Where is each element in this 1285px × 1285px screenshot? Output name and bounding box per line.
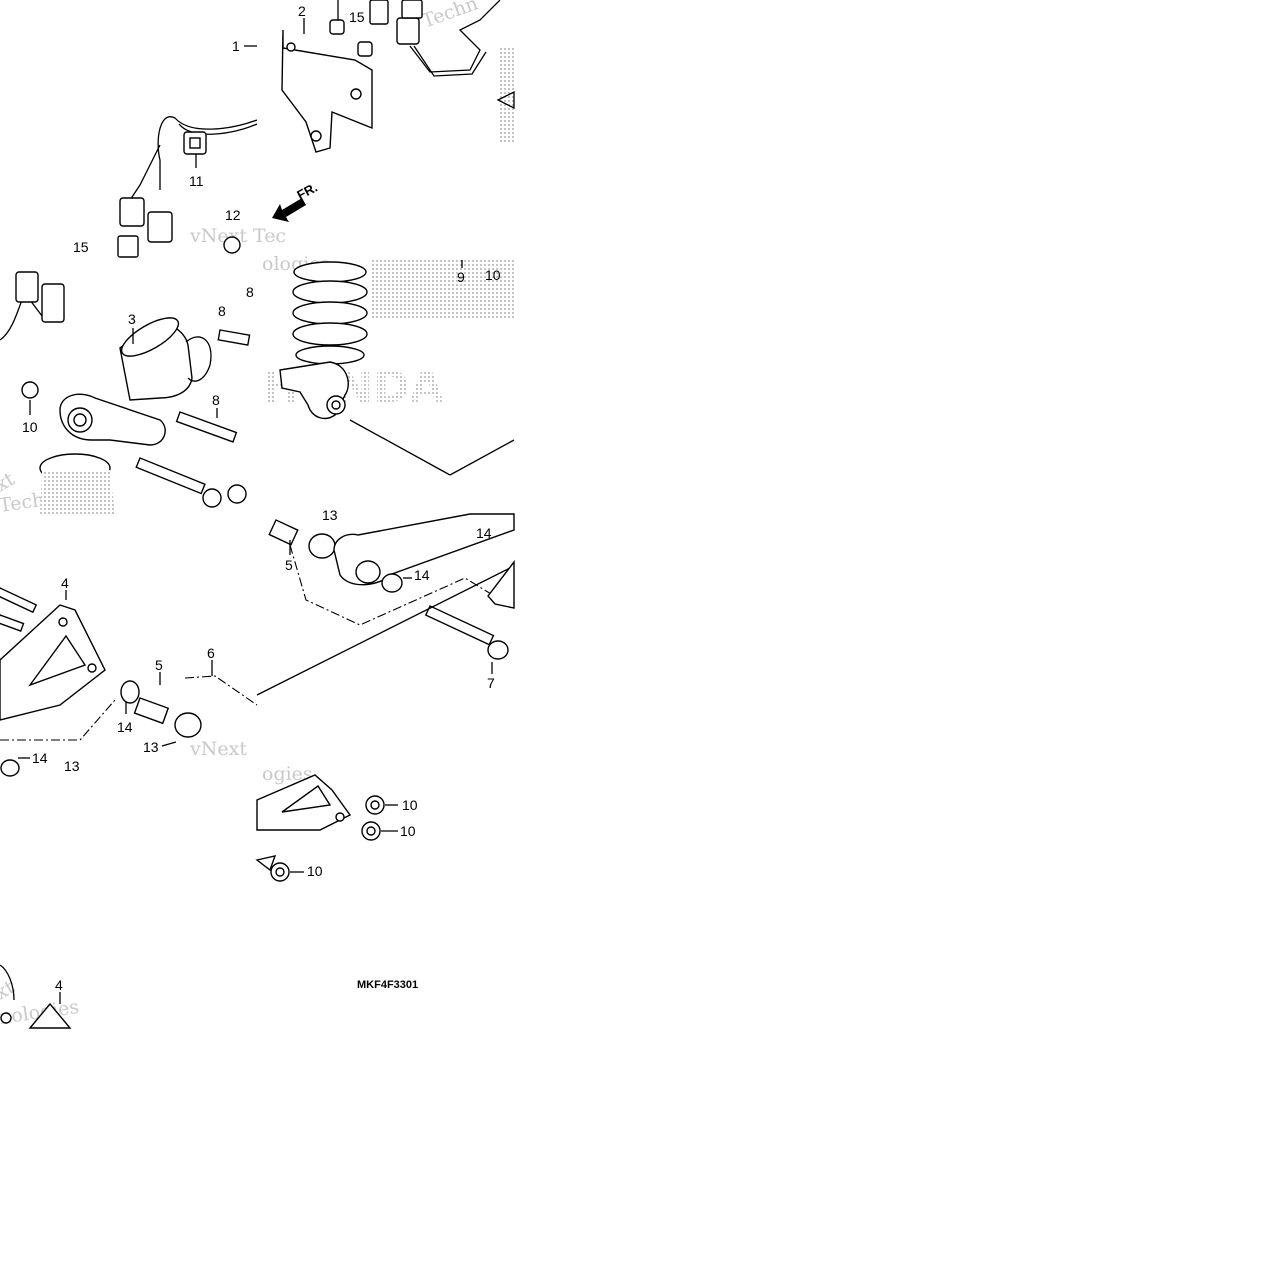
washer-14: [120, 680, 140, 704]
bushing-13: [308, 533, 336, 559]
callout-12: 12: [225, 207, 241, 223]
washer-14: [381, 573, 403, 593]
callout-13: 13: [322, 507, 338, 523]
bushing-13: [174, 712, 202, 738]
callout-8: 8: [218, 303, 226, 319]
callout-13: 13: [143, 739, 159, 755]
callout-6: 6: [207, 645, 215, 661]
watermark-text: xt: [0, 976, 19, 1004]
tile-bracket-fragment: xt nologies 4: [0, 964, 80, 1029]
nut-10: [270, 795, 385, 882]
bolt-7: [424, 605, 495, 646]
tile-shock-spring: ologies HONDA 9 10: [262, 253, 515, 476]
tile-nuts: ogies 10 10 10 MKF4F3301: [255, 763, 418, 991]
bolt-8: [135, 329, 251, 508]
callout-10: 10: [22, 419, 38, 435]
nut-10: [21, 381, 39, 399]
callout-10: 10: [400, 823, 416, 839]
callout-15: 15: [73, 239, 89, 255]
watermark-text: vNext Tec: [189, 225, 286, 247]
callout-5: 5: [155, 657, 163, 673]
collar-5: [133, 697, 170, 725]
direction-label: FR.: [294, 180, 320, 203]
callout-10: 10: [402, 797, 418, 813]
connector-pair: [119, 197, 145, 227]
shock-spring: [292, 261, 368, 365]
callout-8: 8: [246, 284, 254, 300]
watermark-text: ogies: [262, 763, 313, 785]
callout-5: 5: [285, 557, 293, 573]
collar-5: [268, 519, 299, 546]
callout-14: 14: [32, 750, 48, 766]
shock-body: [59, 393, 166, 446]
callout-10: 10: [485, 267, 501, 283]
callout-2: 2: [298, 3, 306, 19]
callout-9: 9: [457, 269, 465, 285]
bracket-plate-2: [281, 29, 373, 153]
clip-15: [329, 19, 345, 35]
clip-12: [223, 236, 241, 254]
callout-10: 10: [307, 863, 323, 879]
harness-wire: [129, 116, 258, 201]
callout-11: 11: [189, 173, 204, 189]
callout-4: 4: [61, 575, 69, 591]
watermark-text: Techn: [419, 0, 481, 33]
tile-bracket: Techn FR. 2 15: [272, 0, 515, 222]
callout-4: 4: [55, 977, 63, 993]
tile-cushion-arm: Techn 13 5 14 14 7: [256, 507, 515, 696]
callout-14: 14: [117, 719, 133, 735]
drawing-code: MKF4F3301: [357, 979, 418, 991]
tile-shock-absorber-left: xt Technolo 3 8 8 8: [0, 271, 254, 517]
tile-link-bracket: vNext 4 5 6 14 13 14 13: [0, 575, 258, 777]
callout-15: 15: [349, 9, 365, 25]
callout-14: 14: [414, 567, 430, 583]
shock-reservoir-3: [119, 317, 212, 401]
callout-1: 1: [232, 38, 240, 54]
callout-13: 13: [64, 758, 80, 774]
callout-3: 3: [128, 311, 136, 327]
watermark-text: vNext: [189, 738, 247, 760]
callout-14: 14: [476, 525, 492, 541]
tile-wiring-harness-left: vNext Tec 1 11 12 15: [73, 38, 286, 258]
callout-7: 7: [487, 675, 495, 691]
front-arrow-icon: [272, 198, 306, 222]
callout-8: 8: [212, 392, 220, 408]
